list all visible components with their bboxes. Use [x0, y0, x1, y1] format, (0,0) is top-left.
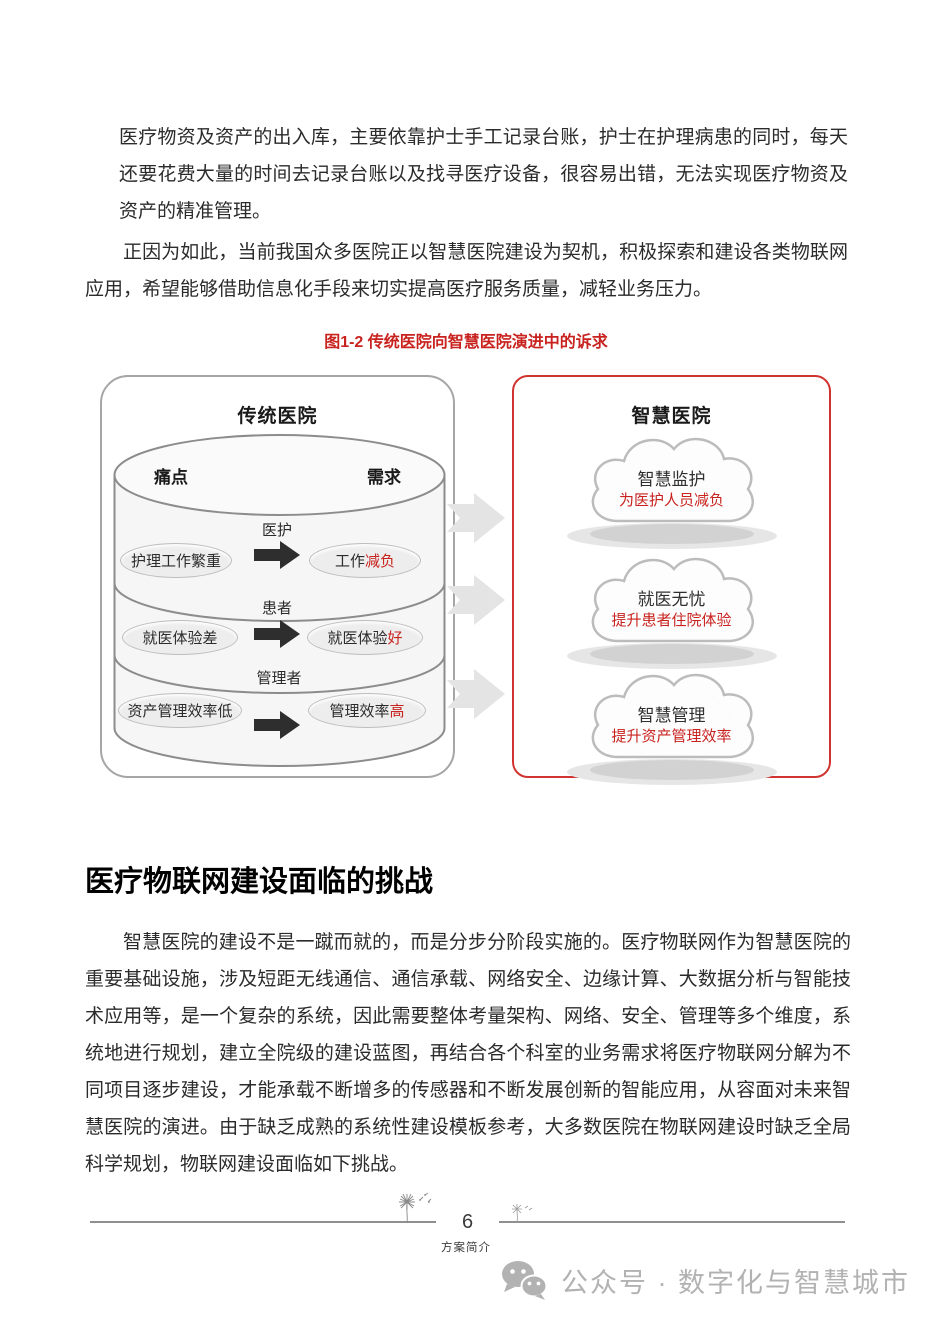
need-text: 就医体验 [327, 630, 388, 647]
transition-arrow-icon [447, 493, 505, 543]
transition-arrow-icon [447, 669, 505, 719]
need-pill-workload: 工作减负 [309, 543, 421, 578]
need-text: 管理效率 [329, 703, 390, 720]
cloud-icon [566, 437, 777, 549]
need-pill-efficiency: 管理效率高 [308, 693, 426, 728]
right-arrow-icon [254, 541, 300, 569]
footer-rule: 6 [90, 1196, 845, 1248]
cloud-title: 智慧监护 [637, 470, 706, 489]
paragraph-smart-hospital-trend: 正因为如此，当前我国众多医院正以智慧医院建设为契机，积极探索和建设各类物联网应用… [85, 242, 848, 300]
cloud-title: 智慧管理 [637, 706, 706, 725]
cloud-title: 就医无忧 [637, 590, 706, 609]
watermark: 公众号 · 数字化与智慧城市 [500, 1259, 910, 1301]
need-column-label: 需求 [367, 468, 401, 487]
figure-1-2: 传统医院 痛点 需求 护理工作繁重 医护 工作减负 就医体验差 患 [0, 373, 932, 785]
right-arrow-icon [254, 620, 300, 648]
wechat-icon [502, 1261, 548, 1300]
dandelion-icon [399, 1192, 432, 1224]
section-heading: 医疗物联网建设面临的挑战 [85, 866, 434, 898]
traditional-hospital-title: 传统医院 [237, 406, 318, 427]
actor-label-manager: 管理者 [256, 670, 302, 687]
smart-hospital-panel: 智慧医院 智慧监护 为医护人员减负 [512, 375, 831, 785]
cloud-subtitle: 提升资产管理效率 [611, 728, 732, 745]
cloud-smart-management: 智慧管理 提升资产管理效率 [514, 653, 829, 788]
footer-line-right [499, 1221, 845, 1223]
need-pill-experience: 就医体验好 [307, 620, 423, 655]
cloud-worry-free-care: 就医无忧 提升患者住院体验 [514, 537, 829, 672]
cloud-icon [566, 557, 777, 669]
pain-pill-experience: 就医体验差 [122, 620, 238, 655]
pain-pill-nursing: 护理工作繁重 [120, 543, 232, 578]
paragraph-asset-management: 医疗物资及资产的出入库，主要依靠护士手工记录台账，护士在护理病患的同时，每天还要… [119, 127, 848, 222]
need-highlight-text: 高 [389, 703, 405, 720]
pain-column-label: 痛点 [154, 468, 188, 487]
transition-arrow-icon [447, 575, 505, 625]
cloud-subtitle: 提升患者住院体验 [611, 612, 732, 629]
traditional-hospital-panel: 传统医院 痛点 需求 护理工作繁重 医护 工作减负 就医体验差 患 [100, 375, 455, 778]
need-highlight-text: 好 [387, 630, 403, 647]
cloud-icon [566, 673, 777, 785]
need-highlight-text: 减负 [365, 553, 396, 570]
cloud-subtitle: 为医护人员减负 [618, 492, 724, 509]
actor-label-patient: 患者 [261, 600, 292, 617]
need-text: 工作 [334, 553, 365, 570]
footer-section-label: 方案简介 [441, 1242, 491, 1254]
watermark-text: 公众号 · 数字化与智慧城市 [561, 1267, 910, 1298]
dandelion-icon [512, 1204, 533, 1223]
right-arrow-icon [254, 711, 300, 739]
actor-label-medical-staff: 医护 [261, 522, 292, 539]
cloud-smart-monitoring: 智慧监护 为医护人员减负 [514, 417, 829, 552]
pain-pill-asset-efficiency: 资产管理效率低 [118, 693, 242, 728]
paragraph-iot-challenges: 智慧医院的建设不是一蹴而就的，而是分步分阶段实施的。医疗物联网作为智慧医院的重要… [85, 932, 851, 1175]
page-number: 6 [461, 1210, 474, 1233]
footer-line-left [90, 1221, 436, 1223]
figure-caption: 图1-2 传统医院向智慧医院演进中的诉求 [324, 334, 608, 351]
smart-hospital-title: 智慧医院 [631, 406, 712, 427]
